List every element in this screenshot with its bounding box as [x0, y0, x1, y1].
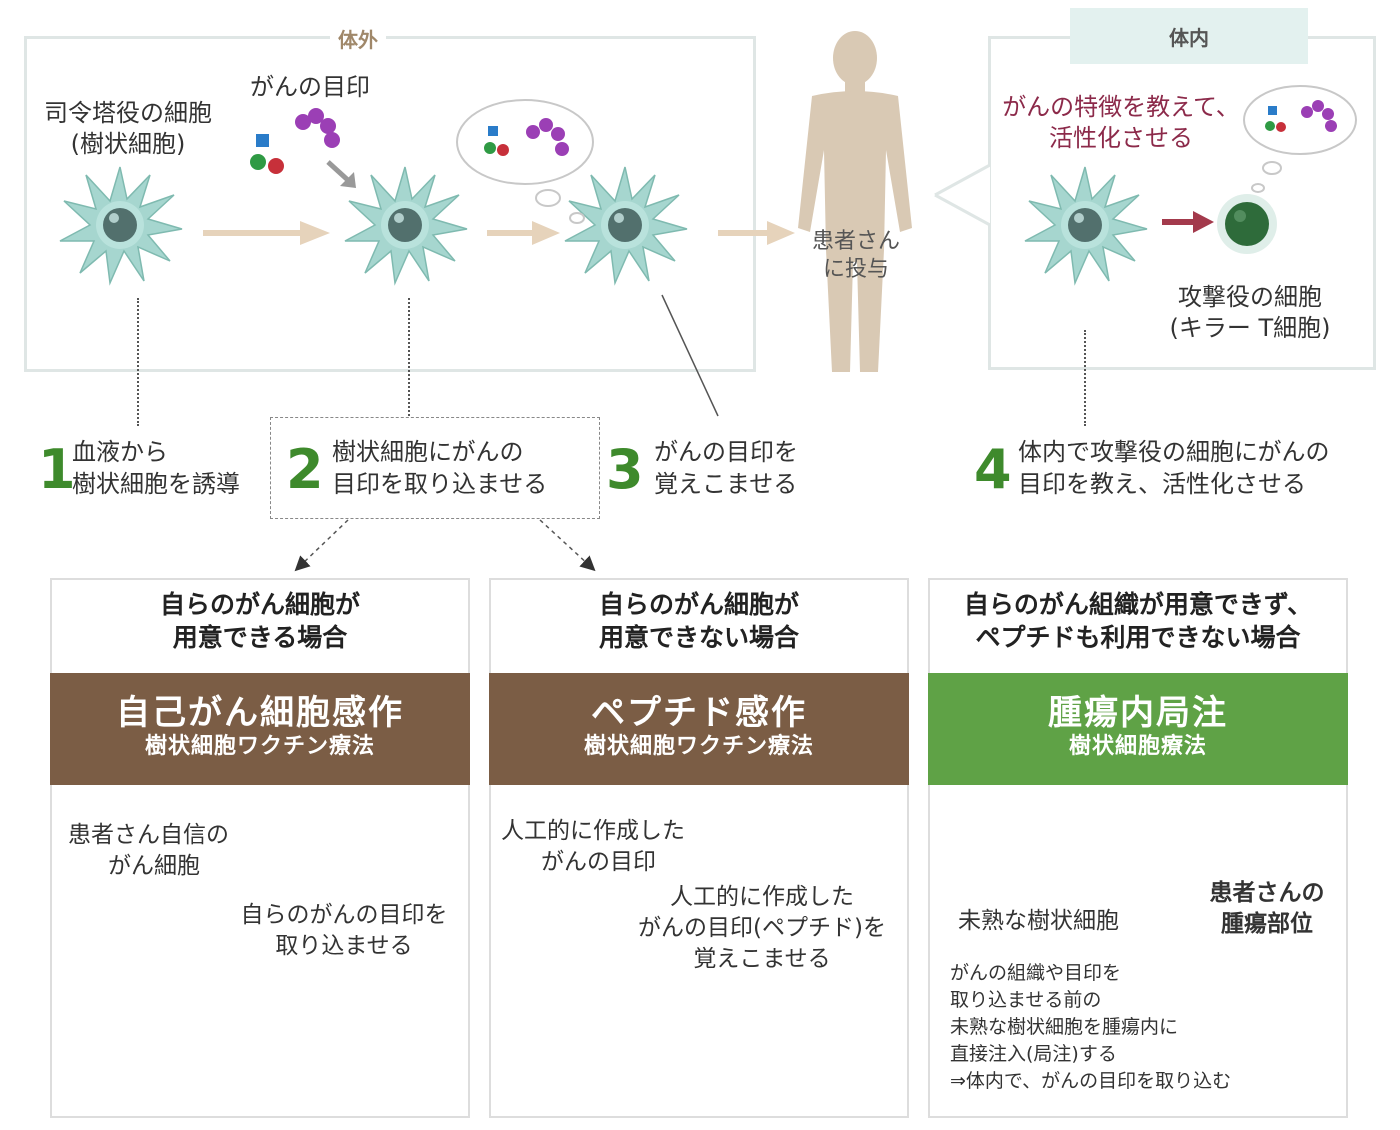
panel-3-immature-label: 未熟な樹状細胞 — [958, 908, 1119, 934]
leader-line-2 — [408, 298, 410, 416]
panel-3-condition: 自らのがん組織が用意できず、 ペプチドも利用できない場合 — [963, 590, 1313, 652]
panel-2-title: ペプチド感作 — [591, 693, 807, 733]
thought-bubble-teaching — [1243, 85, 1357, 193]
step-3-number: 3 — [606, 438, 644, 501]
panel-1-title-band: 自己がん細胞感作 樹状細胞ワクチン療法 — [50, 673, 470, 785]
panel-own-cancer-cell: 自らのがん細胞が 用意できる場合 自己がん細胞感作 樹状細胞ワクチン療法 患者さ… — [50, 578, 470, 1118]
panel-3-description: がんの組織や目印を 取り込ませる前の 未熟な樹状細胞を腫瘍内に 直接注入(局注)… — [950, 962, 1232, 1092]
panel-1-note-uptake: 自らのがんの目印を 取り込ませる — [240, 902, 448, 959]
step-2-highlight-box — [270, 417, 600, 519]
step-4-number: 4 — [974, 438, 1012, 501]
step-1-text: 血液から 樹状細胞を誘導 — [72, 438, 240, 498]
panel-2-subtitle: 樹状細胞ワクチン療法 — [583, 734, 814, 759]
dendritic-cell-3 — [564, 166, 688, 284]
branch-arrow-2 — [539, 519, 596, 572]
patient-silhouette — [798, 31, 912, 372]
thought-bubble-memory — [456, 99, 594, 224]
panel-intratumoral: 自らのがん組織が用意できず、 ペプチドも利用できない場合 腫瘍内局注 樹状細胞療… — [928, 578, 1348, 1118]
panel-1-subtitle: 樹状細胞ワクチン療法 — [144, 734, 375, 759]
panel-3-title: 腫瘍内局注 — [1048, 693, 1228, 733]
outside-body-frame — [24, 36, 756, 372]
process-arrow-3 — [718, 221, 795, 245]
step-3-text: がんの目印を 覚えこませる — [654, 438, 798, 498]
process-arrow-1 — [203, 221, 330, 245]
administer-label: 患者さん に投与 — [811, 229, 900, 282]
panel-1-condition: 自らのがん細胞が 用意できる場合 — [159, 590, 360, 652]
panel-3-subtitle: 樹状細胞療法 — [1068, 734, 1207, 759]
inside-body-label: 体内 — [1070, 8, 1308, 64]
dendritic-cell-2 — [344, 166, 468, 284]
step-2-text: 樹状細胞にがんの 目印を取り込ませる — [332, 438, 548, 498]
leader-line-3 — [661, 294, 719, 417]
killer-t-cell-label: 攻撃役の細胞 (キラー T細胞) — [1169, 283, 1331, 342]
panel-2-condition: 自らのがん細胞が 用意できない場合 — [598, 590, 799, 652]
panel-2-note-synthetic: 人工的に作成した がんの目印 — [501, 818, 685, 875]
dendritic-cell-4 — [1024, 166, 1148, 284]
panel-2-title-band: ペプチド感作 樹状細胞ワクチン療法 — [489, 673, 909, 785]
process-arrow-2 — [487, 221, 560, 245]
killer-t-cell — [1217, 194, 1277, 254]
cancer-marker-label: がんの目印 — [250, 73, 370, 101]
leader-line-1 — [137, 298, 139, 426]
leader-line-4 — [1084, 330, 1086, 426]
dendritic-cell-label: 司令塔役の細胞 (樹状細胞) — [44, 99, 212, 158]
panel-1-title: 自己がん細胞感作 — [116, 693, 404, 733]
panel-1-note-own-cells: 患者さん自信の がん細胞 — [68, 822, 229, 879]
panel-3-tumor-site-label: 患者さんの 腫瘍部位 — [1209, 880, 1325, 937]
outside-body-label: 体外 — [330, 24, 386, 53]
step-1-number: 1 — [38, 438, 76, 501]
step-2-number: 2 — [286, 438, 324, 501]
cancer-marker-molecules — [250, 108, 340, 174]
uptake-arrow-top — [326, 160, 352, 184]
activation-caption: がんの特徴を教えて、 活性化させる — [1002, 93, 1240, 152]
panel-peptide: 自らのがん細胞が 用意できない場合 ペプチド感作 樹状細胞ワクチン療法 人工的に… — [489, 578, 909, 1118]
branch-arrow-1 — [294, 519, 349, 572]
panel-3-title-band: 腫瘍内局注 樹状細胞療法 — [928, 673, 1348, 785]
callout-pointer — [935, 165, 990, 225]
dendritic-cell-1 — [59, 166, 183, 284]
step-4-text: 体内で攻撃役の細胞にがんの 目印を教え、活性化させる — [1018, 438, 1330, 498]
panel-2-note-memorize: 人工的に作成した がんの目印(ペプチド)を 覚えこませる — [638, 884, 886, 972]
